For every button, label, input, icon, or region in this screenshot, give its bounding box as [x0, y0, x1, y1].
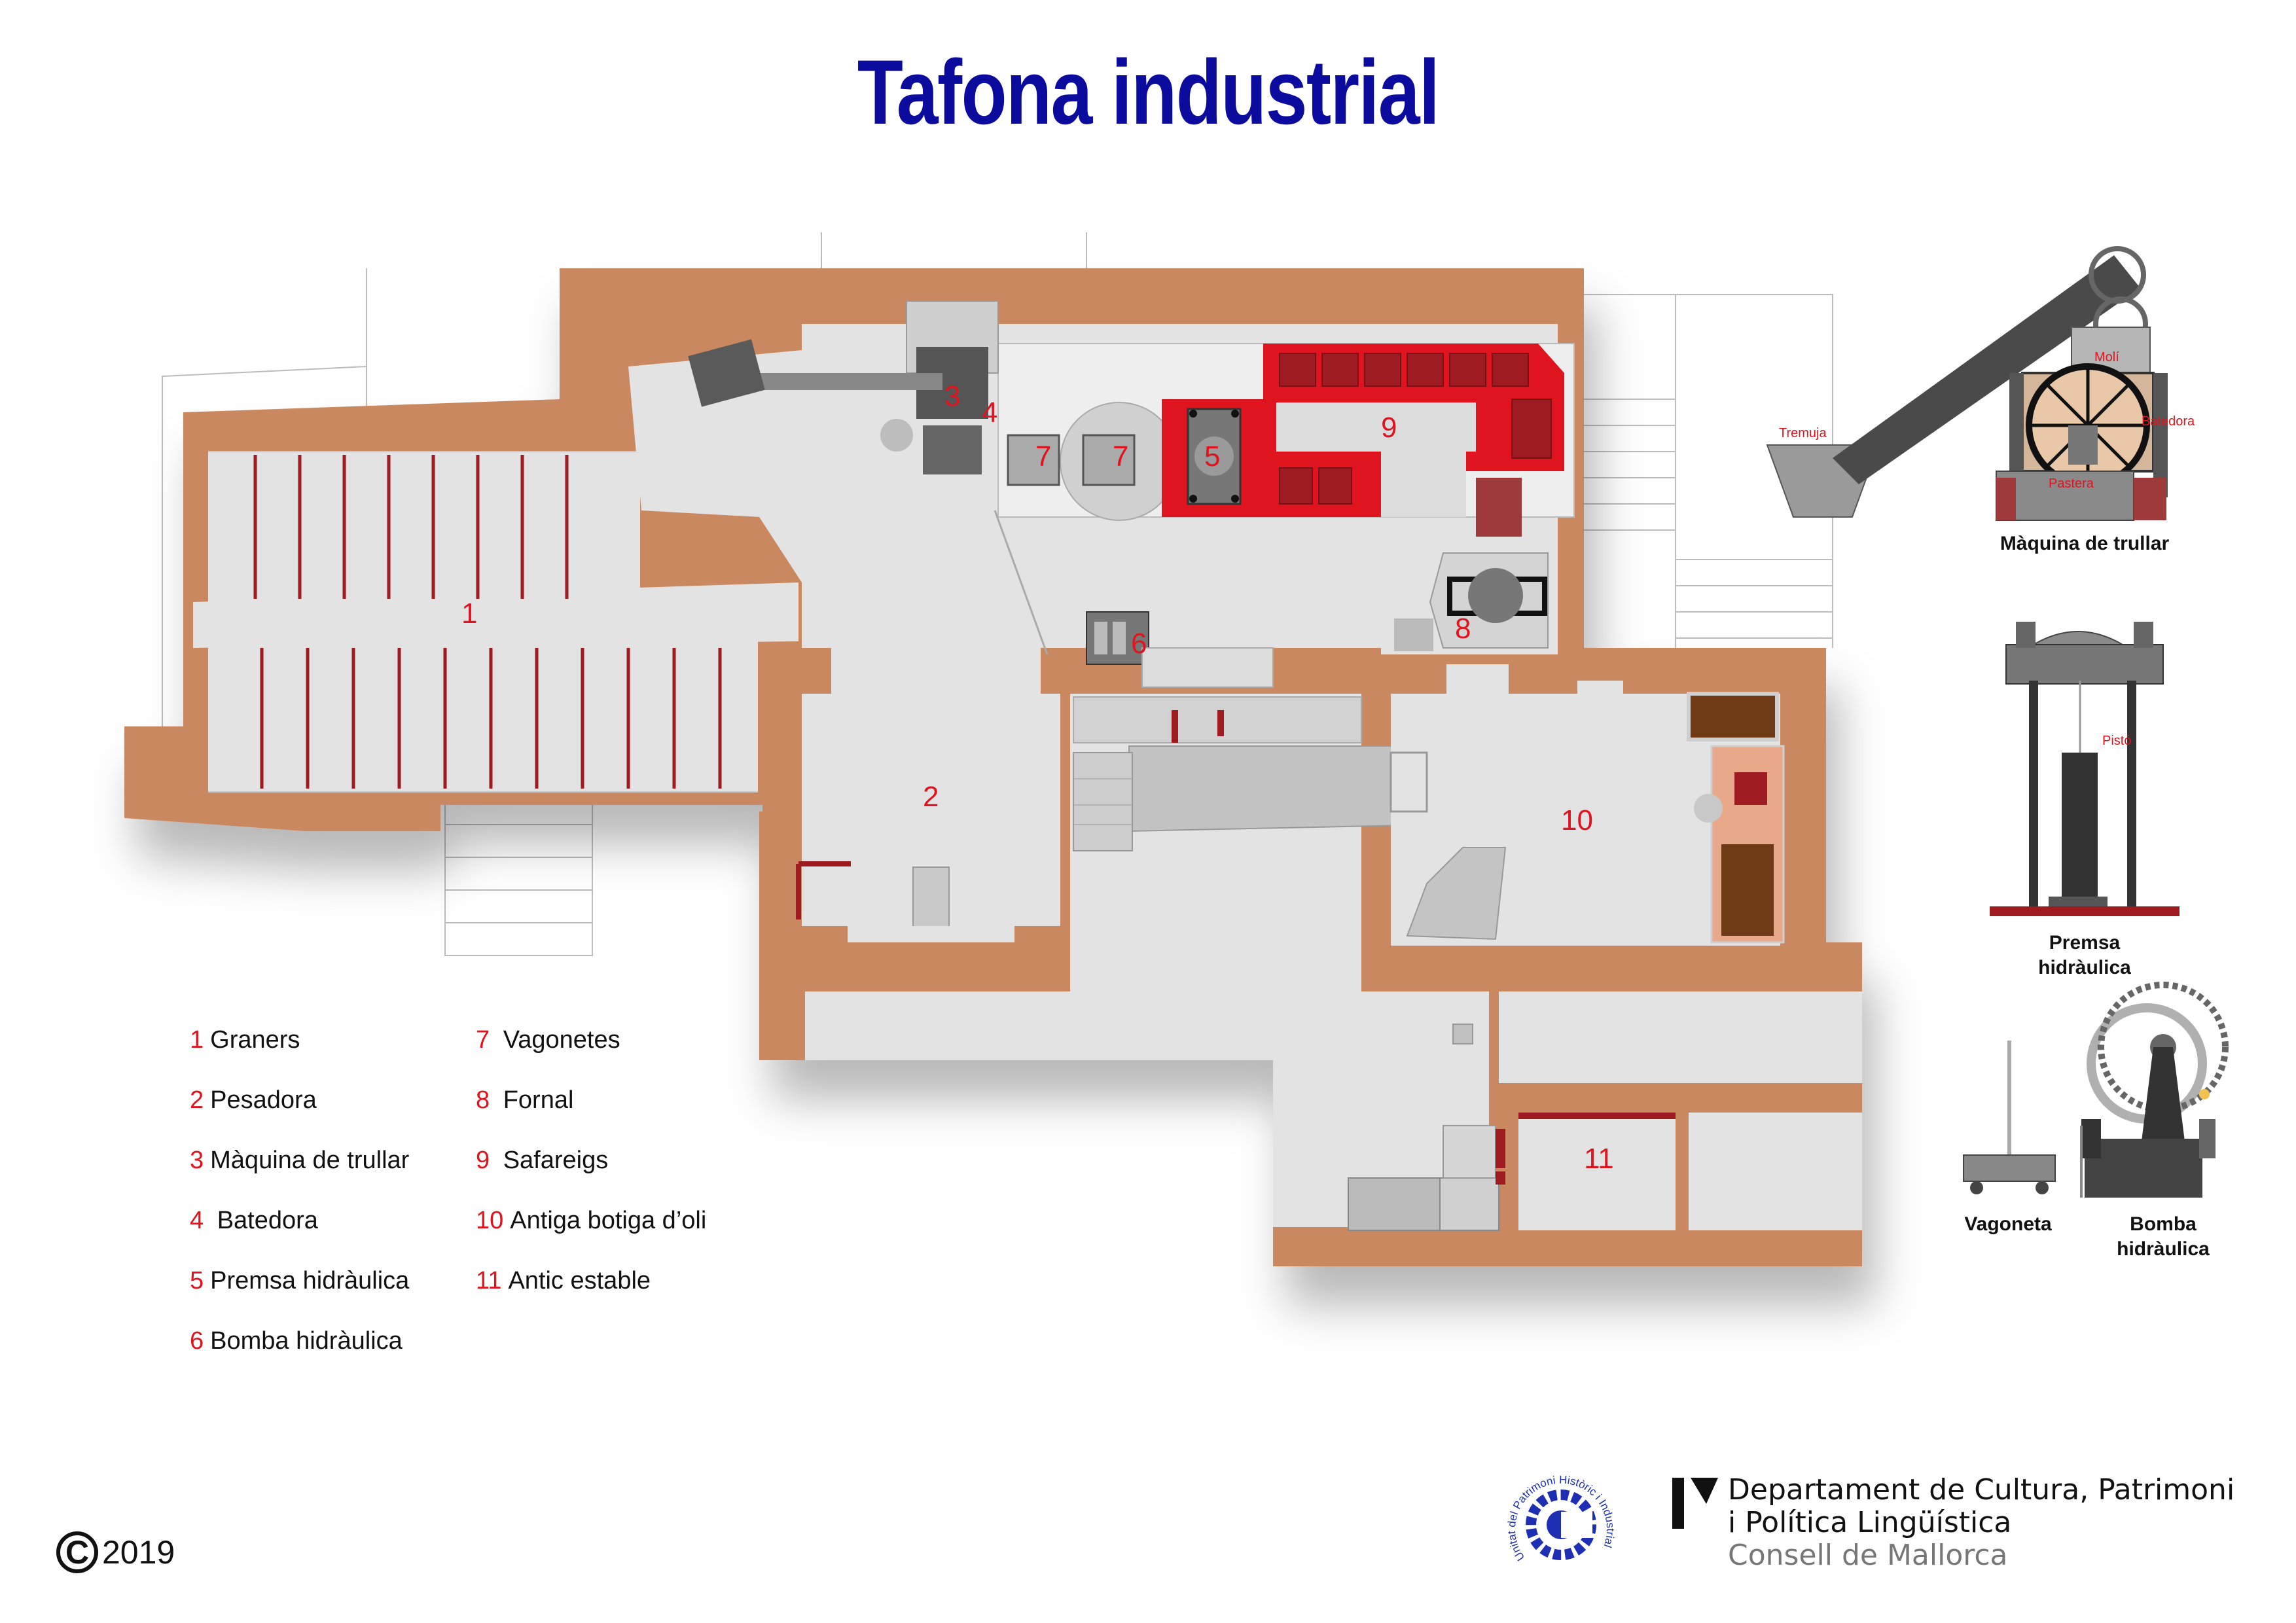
copyright: C 2019 [56, 1531, 175, 1573]
plan-label-5: 5 [1204, 440, 1220, 473]
caption-premsa-2: hidràulica [2038, 957, 2131, 978]
plan-label-4: 4 [982, 397, 997, 429]
department-logo-icon [1672, 1478, 1718, 1529]
room-oil-shop [1390, 664, 1785, 946]
exterior-stairs [445, 399, 1833, 923]
copyright-icon: C [56, 1531, 98, 1573]
legend-item-9: 9 Safareigs [476, 1147, 609, 1174]
lower-hall [805, 991, 1862, 1231]
label-pastera: Pastera [2049, 476, 2094, 491]
plan-number-labels: 1 2 3 4 5 6 7 7 8 9 10 11 [461, 380, 1614, 1175]
pump-plan [1086, 611, 1149, 665]
caption-vagoneta: Vagoneta [1964, 1213, 2052, 1235]
room-granaries [193, 451, 798, 793]
heritage-seal-icon: Unitat del Patrimoni Històric i Industri… [1505, 1474, 1617, 1563]
press-and-basins [1162, 344, 1564, 537]
plan-label-3: 3 [944, 380, 960, 412]
ramp [628, 350, 802, 582]
legend-item-8: 8 Fornal [476, 1086, 574, 1114]
caption-trullar: Màquina de trullar [2000, 533, 2170, 554]
department-line-1: Departament de Cultura, Patrimoni [1728, 1473, 2235, 1507]
department-line-2: i Política Lingüística [1728, 1506, 2012, 1539]
department-block: Departament de Cultura, Patrimoni i Polí… [1728, 1474, 2234, 1572]
plan-label-9: 9 [1381, 412, 1397, 444]
wagons-plan [1007, 402, 1187, 521]
plan-label-11: 11 [1584, 1143, 1614, 1175]
label-tremuja: Tremuja [1779, 426, 1827, 440]
label-batedora: Batedora [2142, 414, 2195, 429]
plan-label-2: 2 [923, 781, 939, 813]
illustration-pump: Bomba hidràulica [2080, 982, 2229, 1260]
department-line-3: Consell de Mallorca [1728, 1539, 2008, 1572]
central-corridor [1070, 647, 1438, 995]
illustration-wagon: Vagoneta [1963, 1041, 2056, 1235]
legend-item-4: 4 Batedora [190, 1207, 318, 1234]
plan-label-7a: 7 [1035, 440, 1051, 473]
room-weighing [796, 648, 1060, 942]
plan-label-6: 6 [1131, 628, 1147, 660]
plan-label-8: 8 [1455, 613, 1471, 645]
label-pisto: Pistó [2102, 734, 2131, 748]
illustration-press: Pistó Premsa hidràulica [1990, 622, 2179, 978]
room-stable [1505, 1096, 1862, 1234]
caption-bomba-1: Bomba [2130, 1213, 2197, 1235]
machine-trullar-plan [688, 300, 999, 474]
label-moli: Molí [2094, 350, 2119, 365]
plan-label-7b: 7 [1113, 440, 1128, 473]
page-title: Tafona industrial [857, 41, 1440, 143]
plan-label-1: 1 [461, 597, 477, 630]
furnace-plan [1394, 552, 1549, 651]
caption-bomba-2: hidràulica [2117, 1238, 2210, 1260]
copyright-year: 2019 [102, 1534, 175, 1571]
caption-premsa-1: Premsa [2049, 932, 2121, 954]
legend-item-7: 7 Vagonetes [476, 1026, 620, 1054]
illustration-trullar: Tremuja Molí Batedora Pastera Màquina de… [1766, 246, 2195, 554]
plan-label-10: 10 [1561, 804, 1593, 836]
